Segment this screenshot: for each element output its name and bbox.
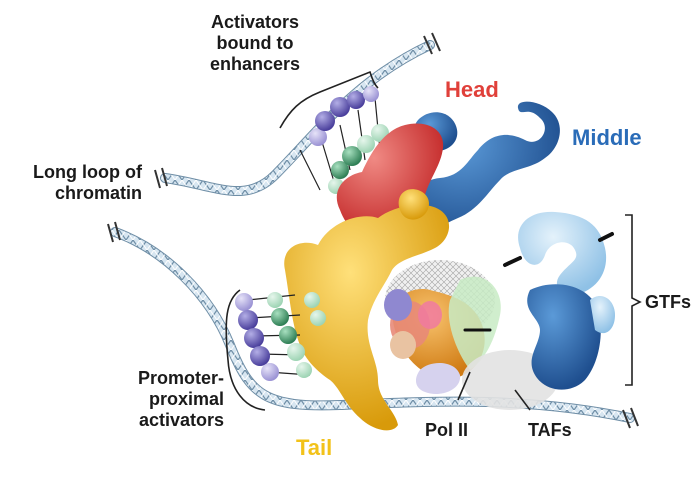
activator-bead <box>330 97 350 117</box>
bracket-gtfs <box>625 214 642 386</box>
pol-ii-complex <box>384 260 501 395</box>
activator-bead <box>279 326 297 344</box>
activator-bead <box>347 91 365 109</box>
activator-bead <box>357 135 375 153</box>
activator-bead <box>315 111 335 131</box>
activator-bead <box>238 310 258 330</box>
label-line: Long loop of <box>33 162 142 182</box>
label-line: Promoter- <box>137 368 224 388</box>
activator-bead <box>267 292 283 308</box>
label-head: Head <box>445 77 499 102</box>
label-line: bound to <box>216 33 294 53</box>
label-promoter-proximal: Promoter- proximal activators <box>90 368 224 431</box>
promoter-activators <box>235 292 326 381</box>
activator-bead <box>342 146 362 166</box>
activator-bead <box>261 363 279 381</box>
activator-bead <box>310 310 326 326</box>
enhancer-activators <box>299 86 389 194</box>
label-activators-enhancers: Activators bound to enhancers <box>185 12 325 75</box>
label-line: Activators <box>210 12 300 32</box>
activator-bead <box>304 292 320 308</box>
activator-bead <box>271 308 289 326</box>
activator-bead <box>363 86 379 102</box>
annotation-lines <box>225 70 642 411</box>
label-long-loop: Long loop of chromatin <box>0 162 142 204</box>
label-line: chromatin <box>54 183 142 203</box>
label-line: activators <box>138 410 224 430</box>
activator-bead <box>287 343 305 361</box>
activator-bead <box>309 128 327 146</box>
label-line: proximal <box>148 389 224 409</box>
bracket-promoter <box>225 289 266 411</box>
label-gtfs: GTFs <box>645 292 692 312</box>
dna-break-mark <box>154 167 168 189</box>
dna-break-mark <box>622 407 639 429</box>
label-line: enhancers <box>209 54 301 74</box>
pointer-pol-ii <box>457 371 471 401</box>
tail-module <box>284 189 450 431</box>
label-middle: Middle <box>572 125 642 150</box>
label-pol-ii: Pol II <box>425 420 469 440</box>
bracket-enhancers <box>279 70 379 129</box>
label-tafs: TAFs <box>528 420 572 440</box>
activator-bead <box>331 161 349 179</box>
activator-bead <box>244 328 264 348</box>
dna-break-mark <box>423 32 441 55</box>
activator-bead <box>235 293 253 311</box>
label-tail: Tail <box>296 435 333 460</box>
activator-bead <box>296 362 312 378</box>
pointer-tafs <box>514 389 531 411</box>
dna-break-mark <box>107 221 121 243</box>
gtfs-complex <box>463 211 615 390</box>
activator-bead <box>250 346 270 366</box>
